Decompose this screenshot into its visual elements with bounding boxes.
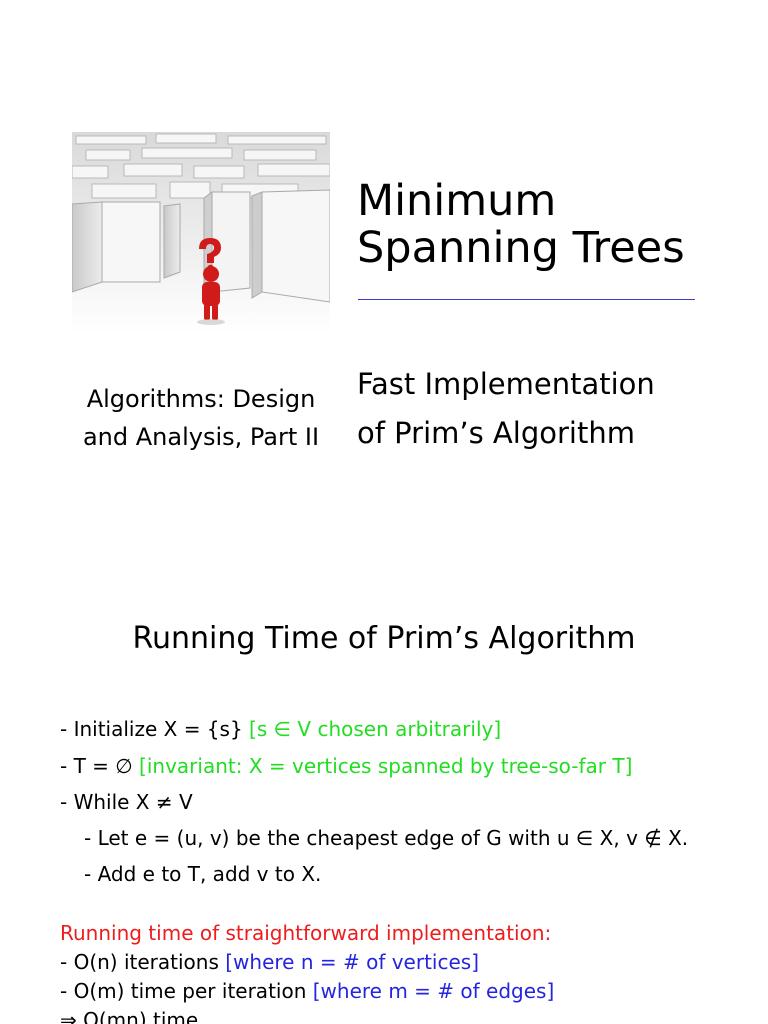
slide-subtitle: Fast Implementation of Prim’s Algorithm — [357, 360, 655, 458]
step-cheapest-edge: - Let e = (u, v) be the cheapest edge of… — [84, 821, 688, 855]
step-init-tree-text: - T = ∅ — [60, 754, 133, 778]
subtitle-line-2: of Prim’s Algorithm — [357, 416, 635, 450]
runtime-iterations-text: - O(n) iterations — [60, 950, 219, 974]
step-initialize-text: - Initialize X = {s} — [60, 717, 243, 741]
step-init-tree-note: [invariant: X = vertices spanned by tree… — [139, 754, 633, 778]
step-init-tree: - T = ∅ [invariant: X = vertices spanned… — [60, 749, 632, 783]
step-cheapest-edge-text: - Let e = (u, v) be the cheapest edge of… — [84, 826, 689, 850]
subtitle-line-1: Fast Implementation — [357, 367, 655, 401]
slide-title-line-1: Minimum — [357, 176, 557, 226]
slide-title-line-2: Spanning Trees — [357, 223, 685, 273]
runtime-total-text: ⇒ O(mn) time — [60, 1008, 199, 1024]
course-name: Algorithms: Design and Analysis, Part II — [72, 380, 330, 456]
runtime-per-iteration-text: - O(m) time per iteration — [60, 979, 307, 1003]
runtime-total: ⇒ O(mn) time — [60, 1003, 198, 1024]
runtime-iterations: - O(n) iterations [where n = # of vertic… — [60, 945, 479, 979]
step-while-loop: - While X ≠ V — [60, 785, 193, 819]
step-add-edge-text: - Add e to T, add v to X. — [84, 862, 322, 886]
runtime-per-iteration-note: [where m = # of edges] — [312, 979, 555, 1003]
course-line-1: Algorithms: Design — [86, 385, 316, 413]
runtime-iterations-note: [where n = # of vertices] — [225, 950, 480, 974]
step-while-loop-text: - While X ≠ V — [60, 790, 193, 814]
runtime-heading: Running time of straightforward implemen… — [60, 921, 552, 945]
runtime-per-iteration: - O(m) time per iteration [where m = # o… — [60, 974, 554, 1008]
course-line-2: and Analysis, Part II — [82, 423, 320, 451]
step-add-edge: - Add e to T, add v to X. — [84, 857, 321, 891]
slide-title: Minimum Spanning Trees — [357, 178, 685, 272]
maze-image — [72, 132, 330, 334]
title-divider — [358, 299, 695, 300]
step-initialize: - Initialize X = {s} [s ∈ V chosen arbit… — [60, 712, 501, 746]
running-time-title: Running Time of Prim’s Algorithm — [132, 621, 636, 656]
step-initialize-note: [s ∈ V chosen arbitrarily] — [249, 717, 502, 741]
